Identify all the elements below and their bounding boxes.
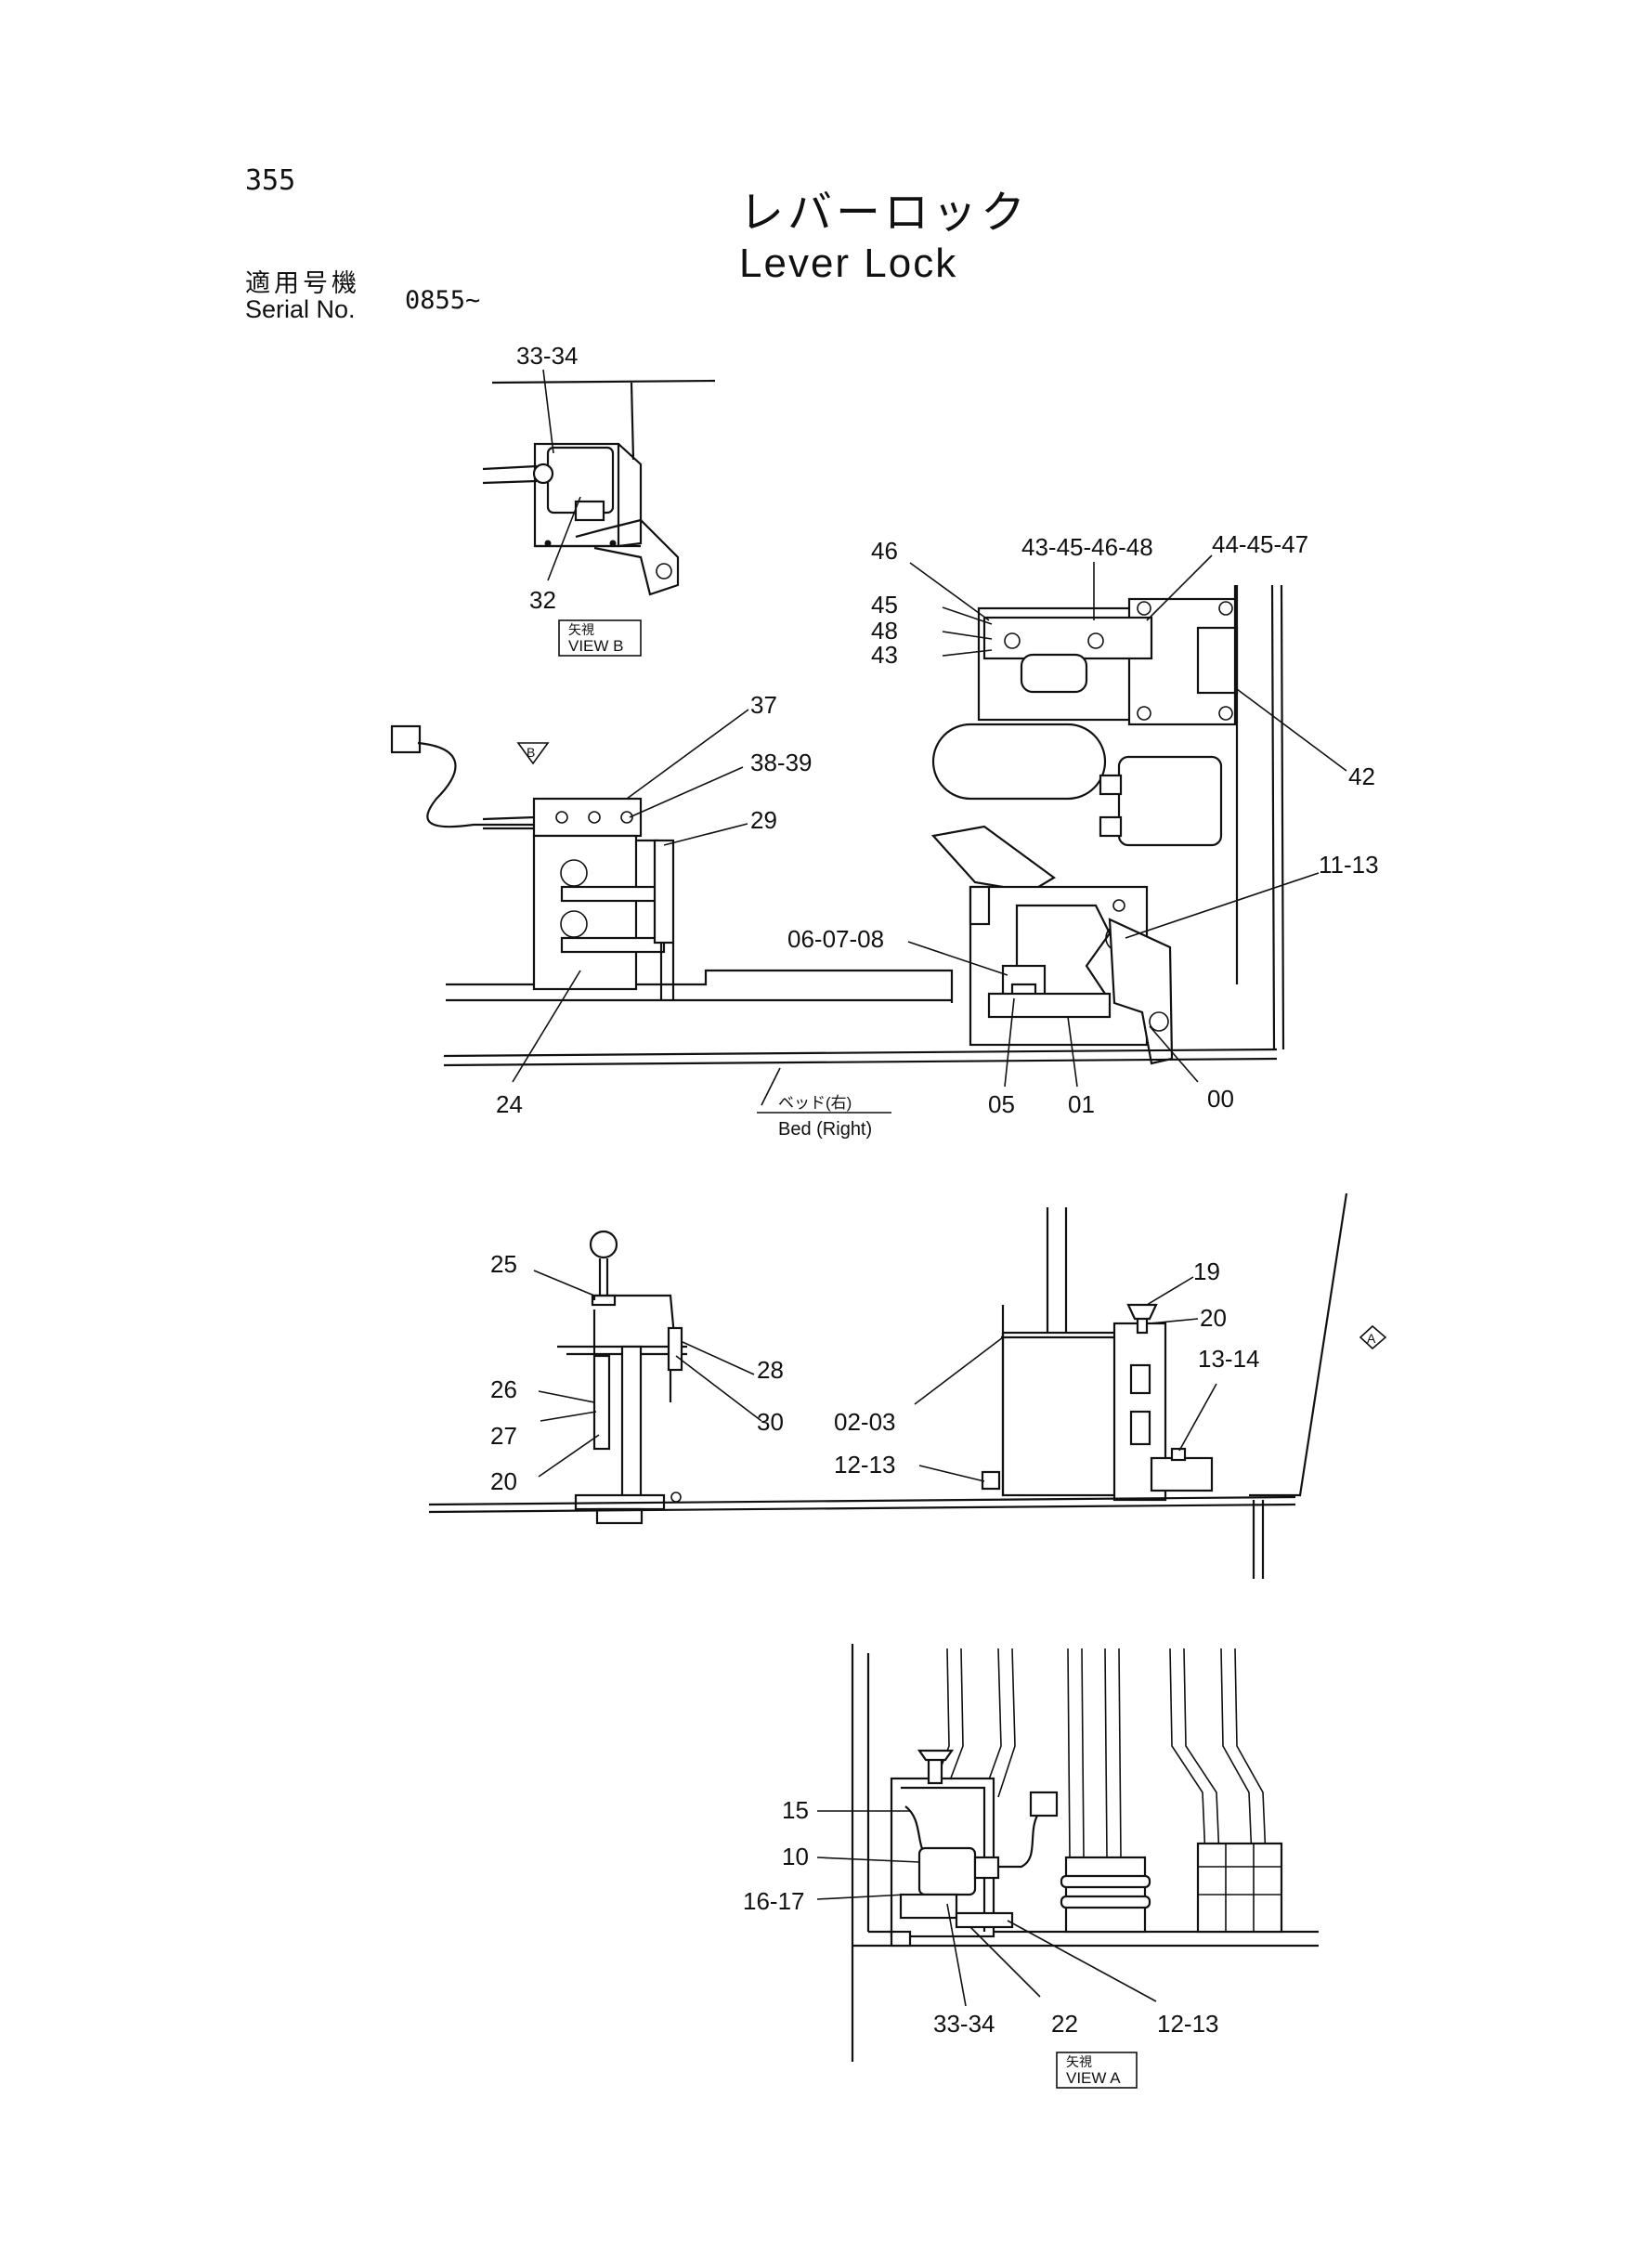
callout-06-07-08: 06-07-08 <box>787 925 884 953</box>
callout-38-39: 38-39 <box>750 749 813 776</box>
callout-05: 05 <box>988 1090 1015 1118</box>
callout-19: 19 <box>1193 1257 1220 1285</box>
callout-43: 43 <box>871 641 898 669</box>
callout-24: 24 <box>496 1090 523 1118</box>
callout-33-34-bottom: 33-34 <box>933 2010 995 2038</box>
callout-28: 28 <box>757 1356 784 1384</box>
callout-12-13-bottom: 12-13 <box>1157 2010 1219 2038</box>
view-b-detail: 33-34 32 矢視 VIEW B <box>482 342 716 657</box>
callout-13-14: 13-14 <box>1198 1345 1260 1373</box>
callout-00: 00 <box>1207 1085 1234 1113</box>
view-b-jp: 矢視 <box>568 622 594 637</box>
callout-25: 25 <box>490 1250 517 1278</box>
bed-label: Bed (Right) <box>778 1119 872 1140</box>
callout-44-45-47: 44-45-47 <box>1212 530 1308 558</box>
callout-10: 10 <box>782 1843 809 1870</box>
callout-12-13-mid: 12-13 <box>834 1451 896 1479</box>
view-b-label: VIEW B <box>568 637 624 655</box>
view-a-label: VIEW A <box>1066 2069 1121 2087</box>
page-number: 355 <box>245 164 296 197</box>
lock-side-view: A 19 20 13-14 02-03 12-13 <box>428 1192 1387 1579</box>
callout-20-right: 20 <box>1200 1304 1227 1332</box>
serial-label: Serial No. <box>245 295 356 323</box>
callout-46: 46 <box>871 537 898 565</box>
view-a-marker: A <box>1367 1331 1376 1346</box>
callout-30: 30 <box>757 1408 784 1436</box>
callout-48: 48 <box>871 617 898 645</box>
view-b-marker: B <box>527 745 535 760</box>
view-a-jp: 矢視 <box>1066 2054 1092 2069</box>
callout-29: 29 <box>750 806 777 834</box>
callout-01: 01 <box>1068 1090 1095 1118</box>
callout-16-17: 16-17 <box>743 1887 805 1915</box>
serial-label-japanese: 適用号機 <box>245 269 360 298</box>
callout-15: 15 <box>782 1796 809 1824</box>
callout-22: 22 <box>1051 2010 1078 2038</box>
lock-switch-box: B 37 38-39 29 24 <box>390 691 813 1118</box>
lever-side-view: 25 26 27 20 28 30 <box>490 1230 784 1525</box>
serial-value: 0855~ <box>405 286 481 315</box>
callout-37: 37 <box>750 691 777 719</box>
page-title-japanese: レバーロック <box>739 187 1030 239</box>
page-title: Lever Lock <box>739 241 958 286</box>
callout-20-left: 20 <box>490 1467 517 1495</box>
view-a-detail: 15 10 16-17 33-34 22 12-13 矢視 VIEW A <box>743 1644 1319 2089</box>
callout-43-45-46-48: 43-45-46-48 <box>1021 533 1153 561</box>
callout-33-34-top: 33-34 <box>516 342 579 370</box>
callout-32: 32 <box>529 586 556 614</box>
callout-26: 26 <box>490 1375 517 1403</box>
callout-02-03: 02-03 <box>834 1408 896 1436</box>
lever-lock-top-view: ベッド(右) Bed (Right) 46 43-45-46-48 44-45-… <box>443 530 1379 1140</box>
callout-42: 42 <box>1348 762 1375 790</box>
callout-11-13: 11-13 <box>1319 851 1379 879</box>
callout-45: 45 <box>871 591 898 619</box>
bed-label-jp: ベッド(右) <box>778 1094 852 1112</box>
callout-27: 27 <box>490 1422 517 1450</box>
